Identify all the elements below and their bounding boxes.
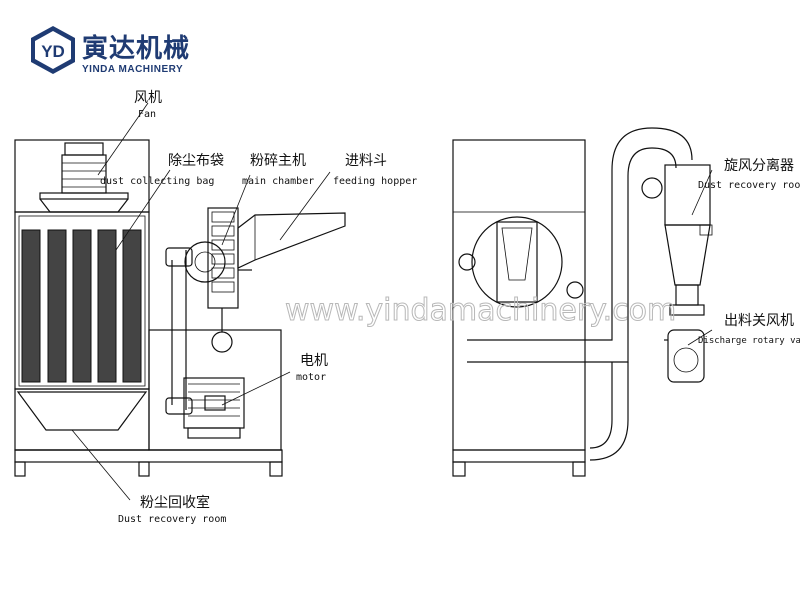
label-rotary-valve-en: Discharge rotary valve [698,336,800,346]
mill-front [458,216,590,363]
label-feeding-hopper: 进料斗 feeding hopper [333,153,417,187]
label-dust-room-left-en: Dust recovery room [118,514,226,525]
label-feeding-hopper-en: feeding hopper [333,176,417,187]
label-fan-en: Fan [138,109,156,120]
right-view [452,127,713,477]
pulverizer-left [14,207,346,477]
label-dust-bag-en: dust collecting bag [100,176,214,187]
label-main-chamber: 粉碎主机 main chamber [242,153,314,187]
label-fan-cn: 风机 [134,90,162,106]
cyclone [664,164,713,306]
label-cyclone-en: Dust recovery room [698,180,800,191]
motor [183,377,245,439]
label-cyclone: 旋风分离器 Dust recovery room [698,157,800,191]
rotary-valve [664,304,705,383]
label-rotary-valve-cn: 出料关风机 [724,313,794,329]
label-dust-bag-cn: 除尘布袋 [168,153,224,169]
dust-bags [21,229,142,383]
logo-name-en: YINDA MACHINERY [82,64,183,75]
label-cyclone-cn: 旋风分离器 [724,157,794,174]
label-main-chamber-en: main chamber [242,176,314,187]
connecting-pipe [589,127,693,461]
label-dust-room-left: 粉尘回收室 Dust recovery room [118,494,226,525]
label-motor-en: motor [296,372,326,383]
watermark: www.yindamachinery.com [285,293,676,328]
logo-monogram: YD [41,42,65,61]
label-motor-cn: 电机 [300,353,328,369]
label-rotary-valve: 出料关风机 Discharge rotary valve [698,313,800,346]
logo-name-cn: 寅达机械 [82,33,190,64]
label-dust-bag: 除尘布袋 dust collecting bag [100,153,224,187]
label-motor: 电机 motor [296,353,328,383]
feeding-hopper [237,212,346,269]
label-main-chamber-cn: 粉碎主机 [250,153,306,169]
label-dust-room-left-cn: 粉尘回收室 [140,494,210,511]
leader-lines [71,102,713,501]
label-fan: 风机 Fan [134,90,162,120]
logo-hexagon-icon: YD [31,26,75,74]
dust-collector [14,139,150,477]
brand-logo: YD 寅达机械 YINDA MACHINERY [31,26,190,75]
label-feeding-hopper-cn: 进料斗 [345,153,387,169]
